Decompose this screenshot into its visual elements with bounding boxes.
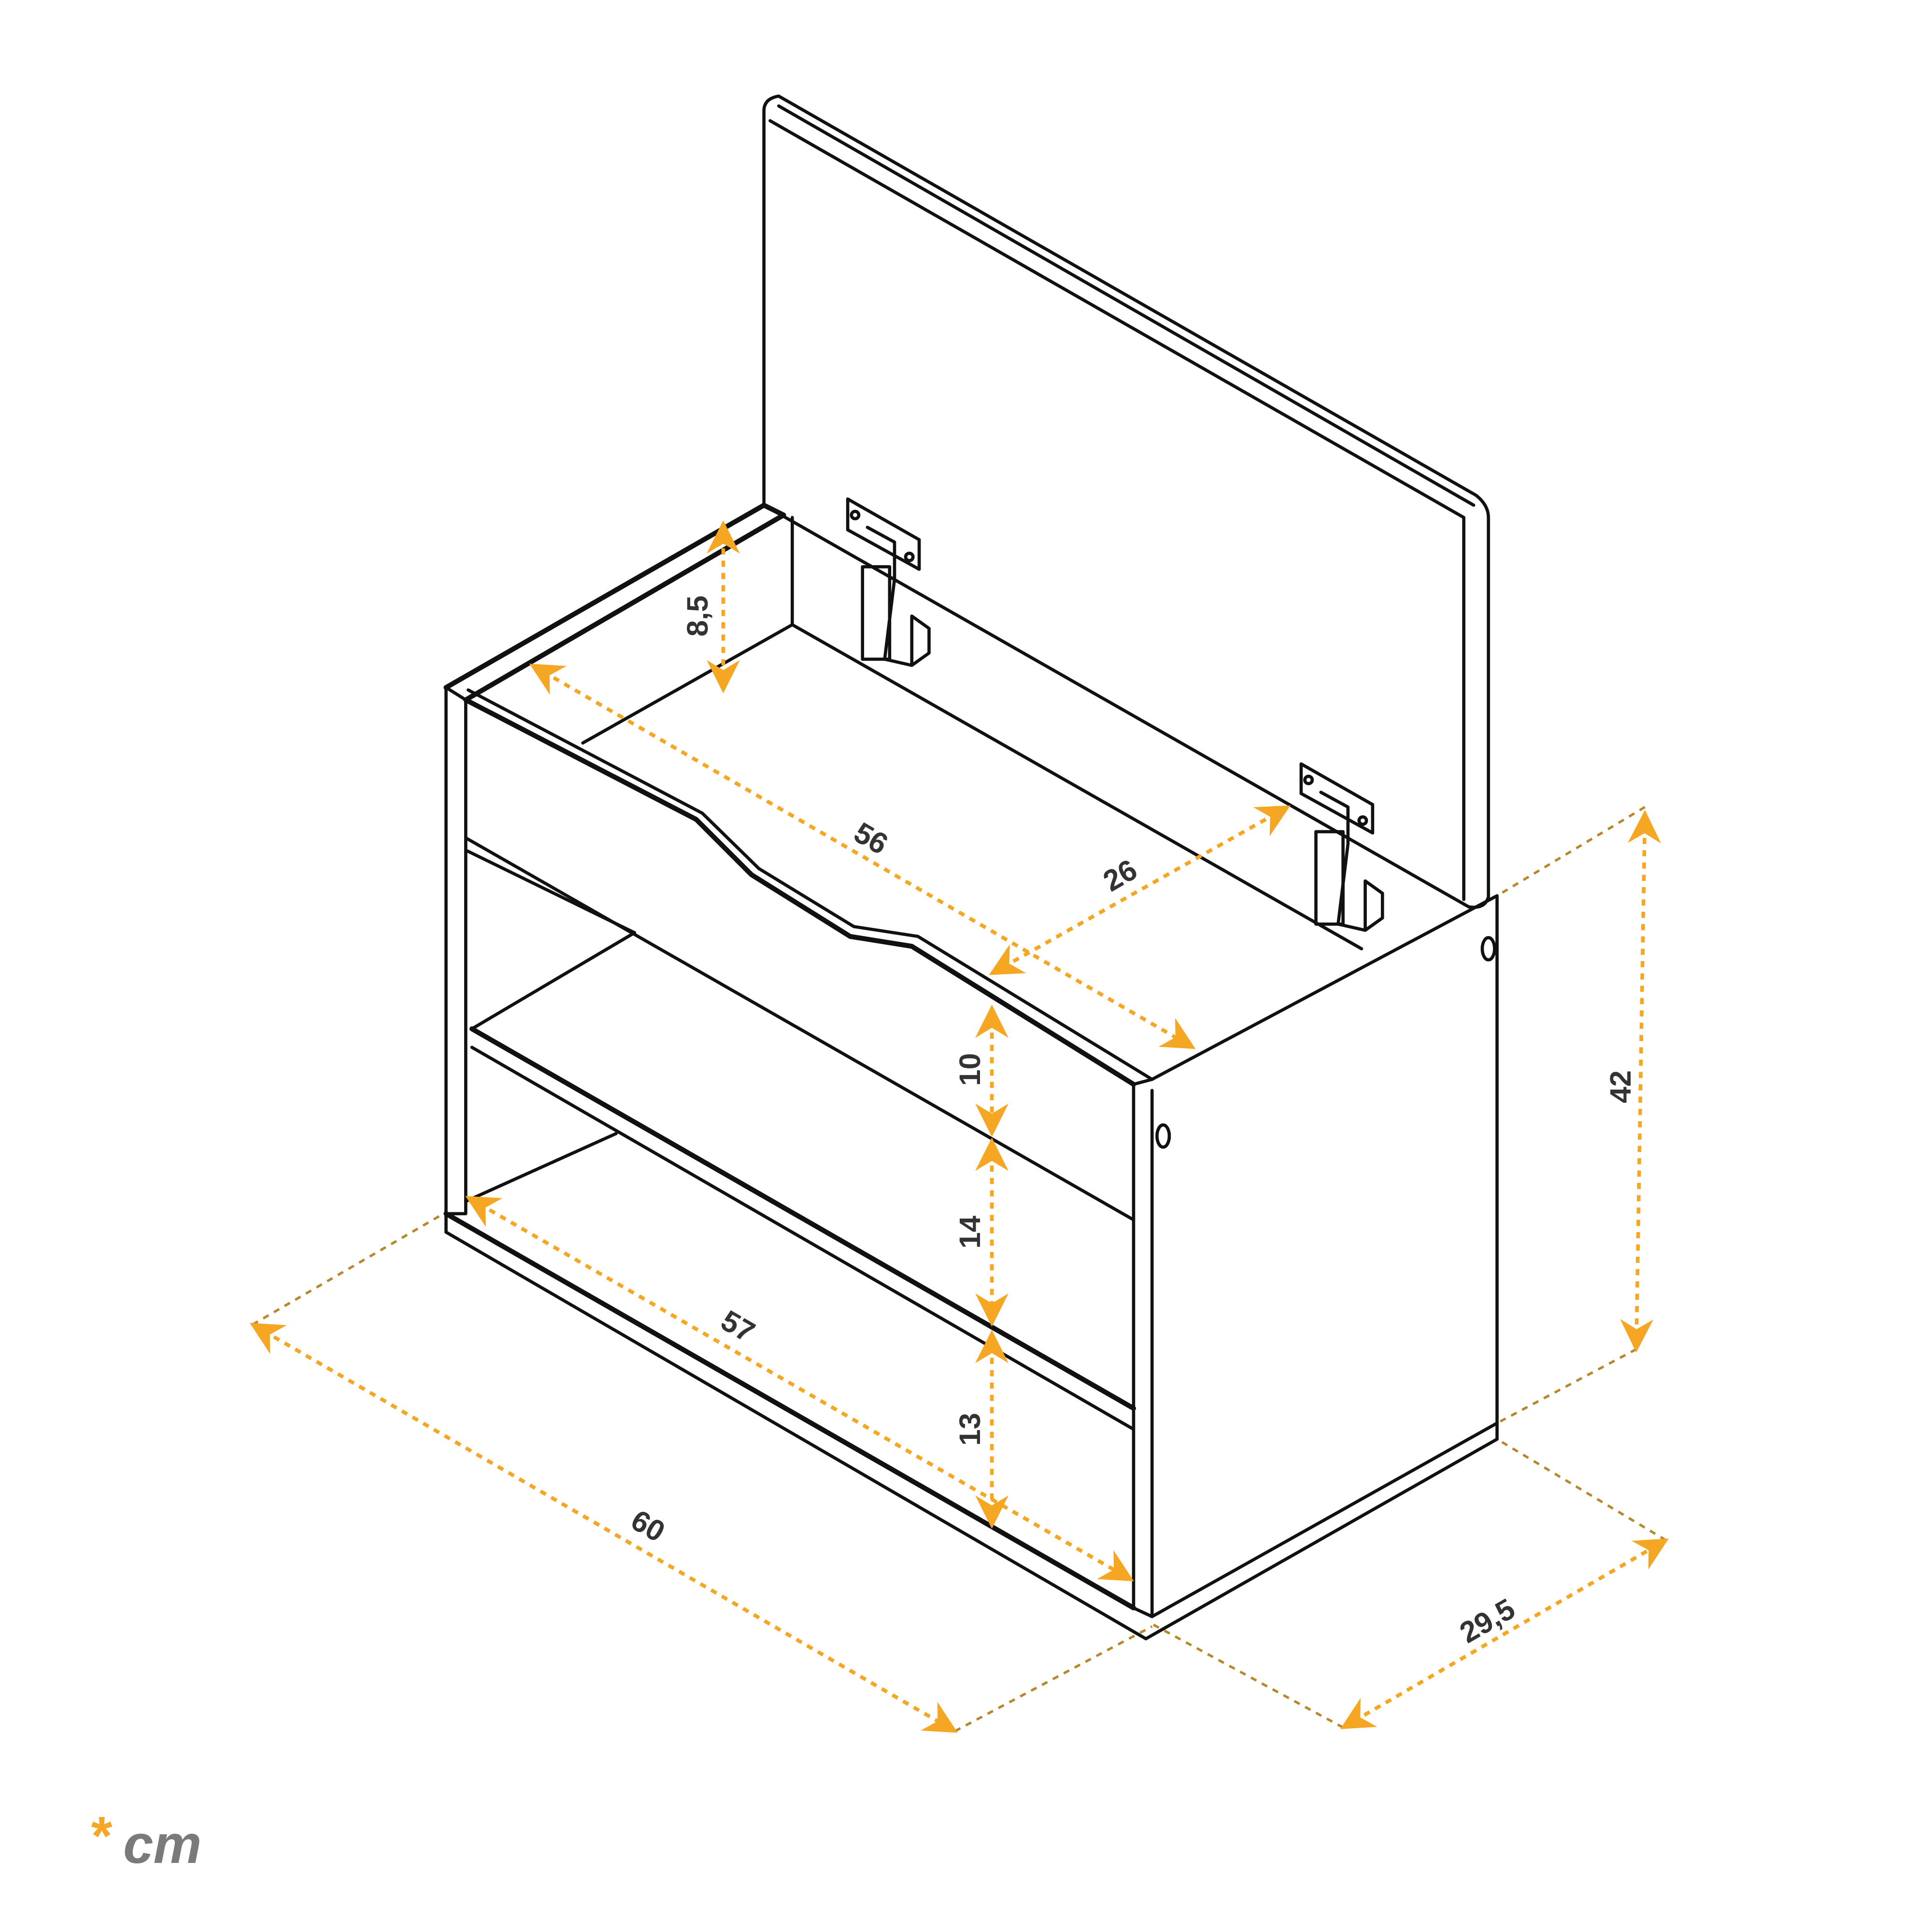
dim-60 <box>249 1322 958 1733</box>
dim-26 <box>989 805 1291 975</box>
dim-29-5 <box>1340 1538 1669 1729</box>
label-42: 42 <box>1604 1070 1637 1103</box>
label-57: 57 <box>715 1304 760 1349</box>
hinge-right <box>1299 762 1384 932</box>
lid <box>762 94 1490 909</box>
label-13: 13 <box>953 1413 986 1446</box>
unit-marker: * <box>91 1805 113 1866</box>
dim-57 <box>465 1196 1134 1581</box>
label-60: 60 <box>625 1504 670 1548</box>
dim-42 <box>1620 810 1662 1353</box>
label-29-5: 29,5 <box>1454 1592 1520 1649</box>
dim-56 <box>529 664 1196 1049</box>
label-8-5: 8,5 <box>681 596 714 637</box>
label-14: 14 <box>953 1216 986 1249</box>
unit-label: cm <box>123 1814 201 1875</box>
hinge-left <box>846 497 931 667</box>
dimension-labels: 8,5 56 26 10 14 13 42 57 60 29,5 <box>625 596 1637 1649</box>
label-10: 10 <box>953 1053 986 1086</box>
